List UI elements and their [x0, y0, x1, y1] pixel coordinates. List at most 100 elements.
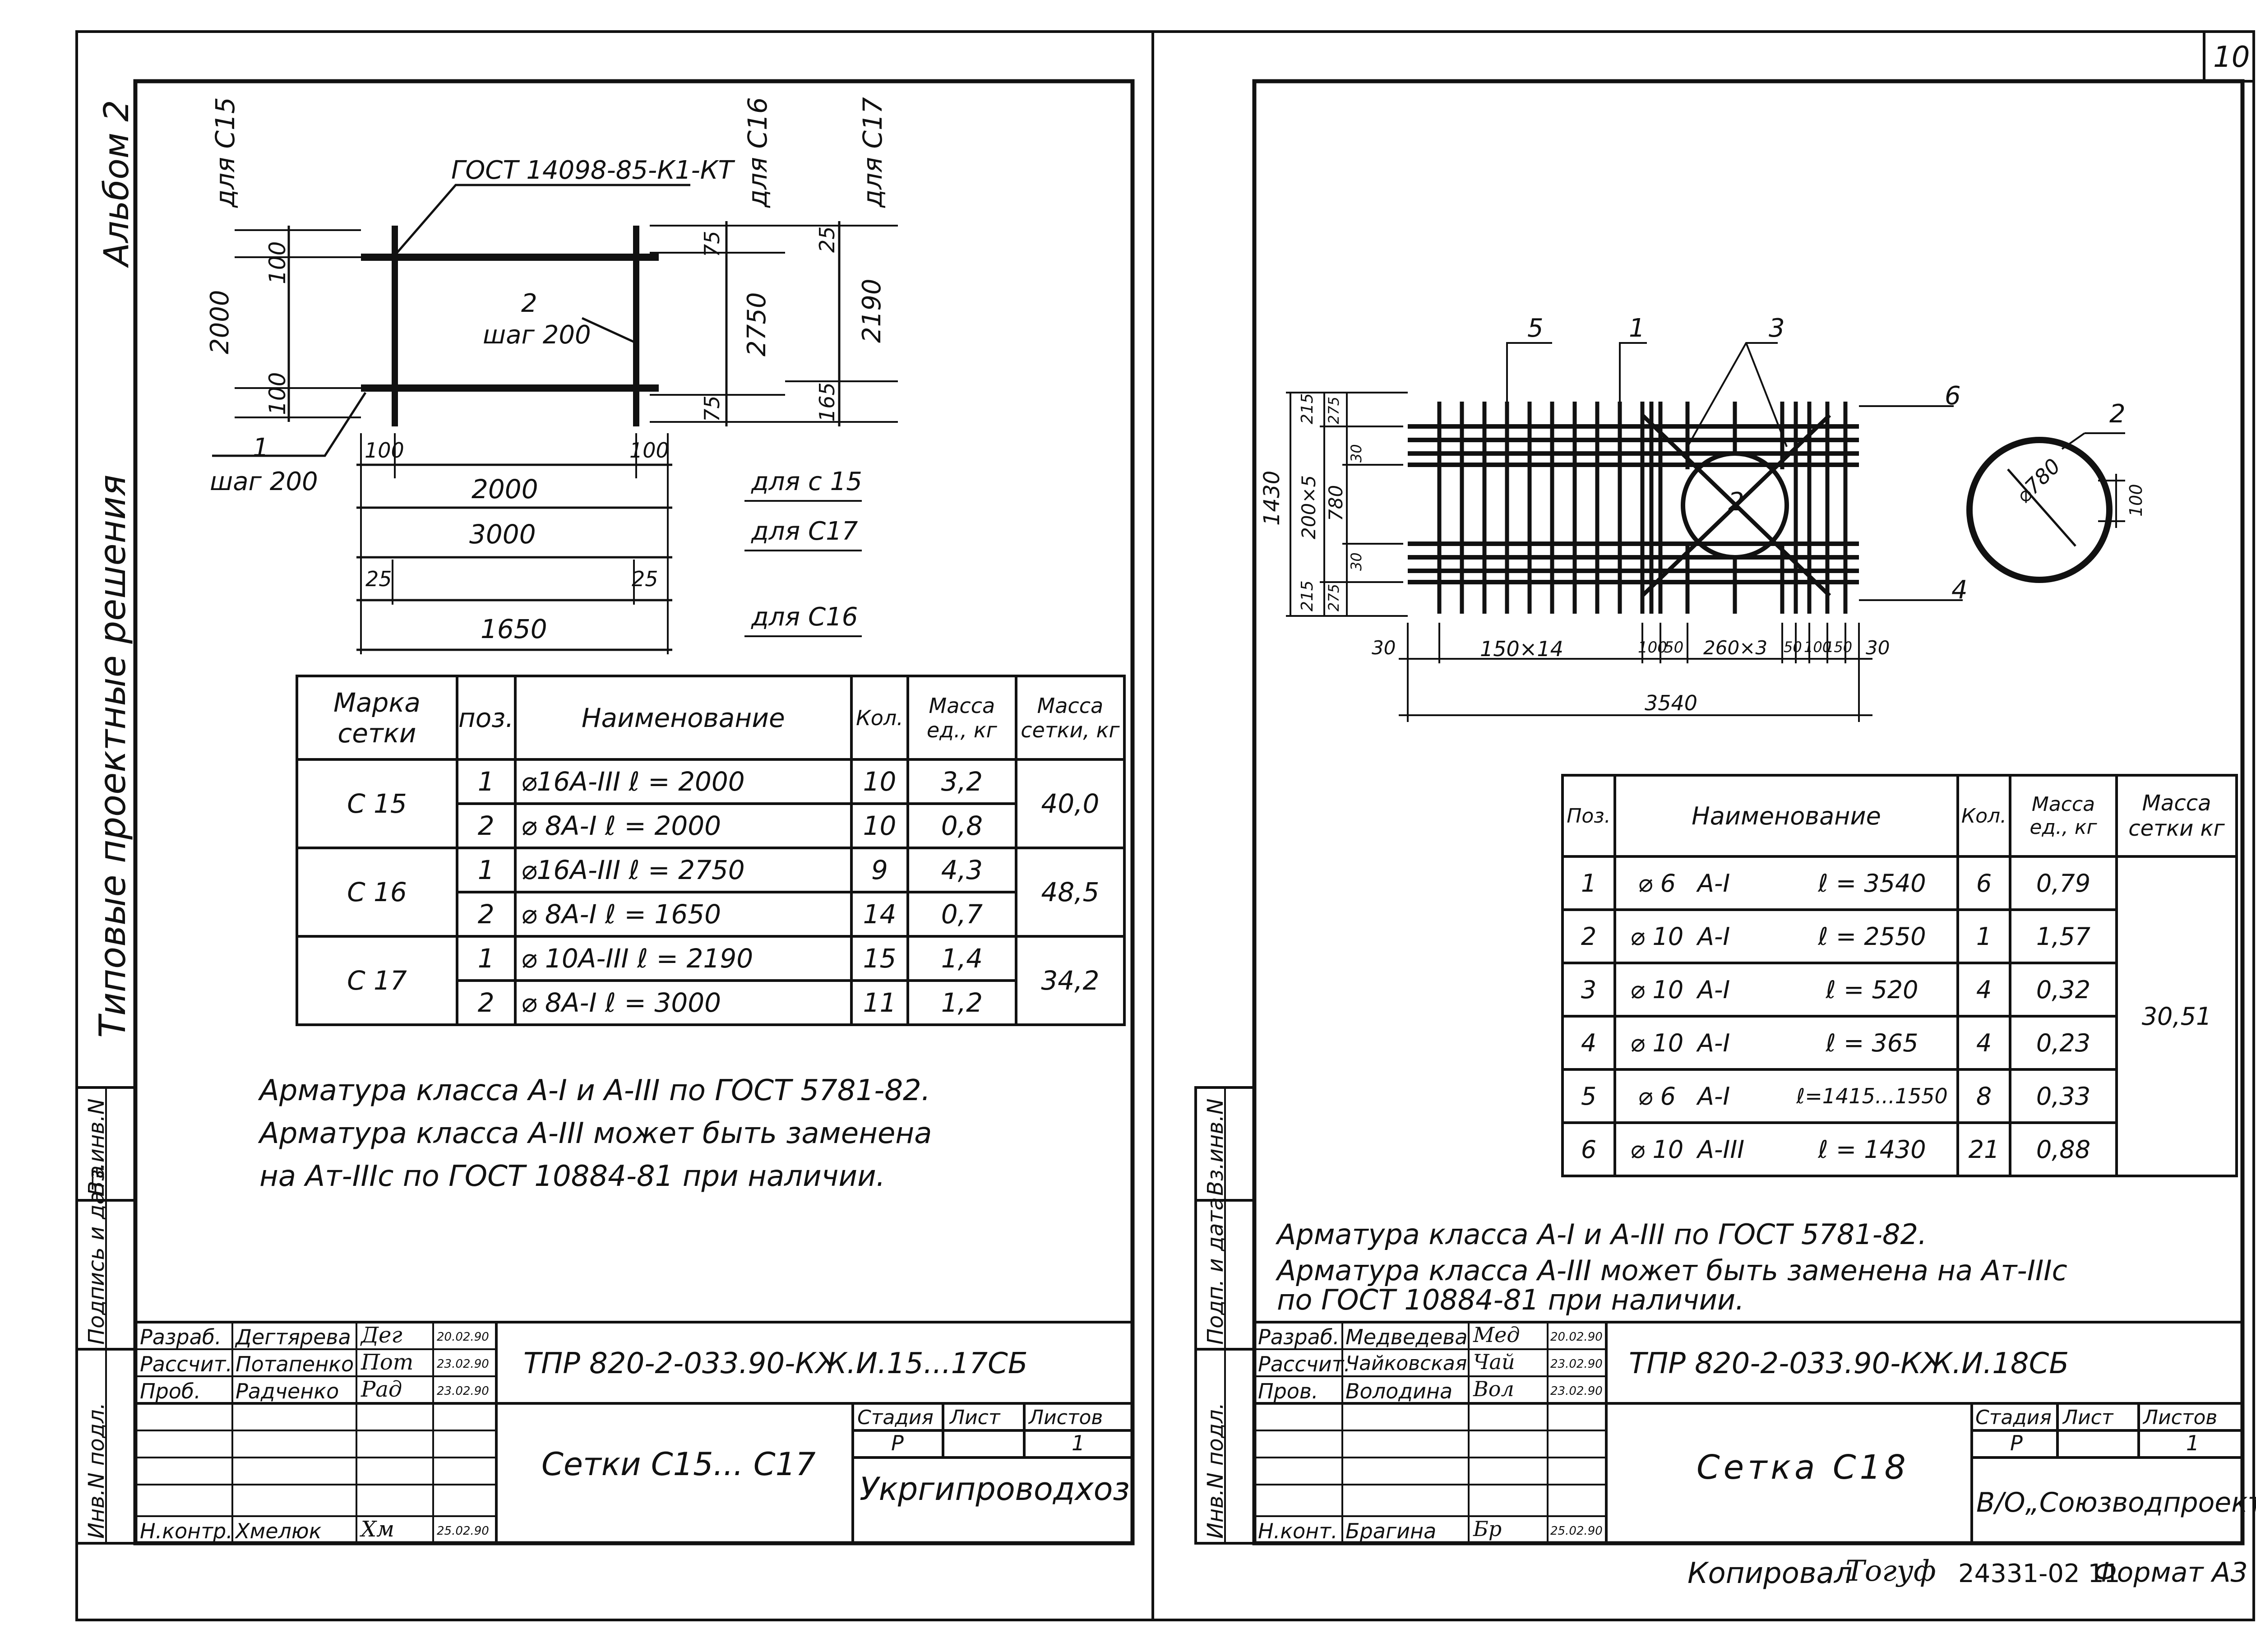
- cell-qty: 14: [850, 891, 909, 938]
- cell-pos: 1: [455, 847, 517, 893]
- cell-diameter: ⌀ 6: [1613, 1068, 1697, 1124]
- cell-mesh-mass: 34,2: [1014, 935, 1126, 1026]
- r-hdr-name: Наименование: [1613, 774, 1959, 858]
- tb-date-2: 23.02.90: [437, 1357, 489, 1371]
- cell-qty: 9: [850, 847, 909, 893]
- r-dim-150b: 150: [1825, 639, 1853, 656]
- cell-qty: 1: [1956, 908, 2011, 964]
- rtb-person-4: Брагина: [1345, 1519, 1437, 1543]
- r-label-2-ring: 2: [2109, 399, 2126, 429]
- cell-unit-mass: 0,8: [906, 802, 1017, 849]
- gost-weld-note: ГОСТ 14098-85-К1-КТ: [451, 156, 734, 185]
- tb-person-2: Потапенко: [236, 1352, 354, 1376]
- dim-3000: 3000: [469, 519, 536, 550]
- r-label-4: 4: [1951, 575, 1968, 605]
- format-label: Формат А3: [2094, 1557, 2248, 1588]
- cell-unit-mass: 0,32: [2009, 962, 2118, 1018]
- tb-role-3: Проб.: [140, 1379, 201, 1403]
- hdr-unit-mass: Масса ед., кг: [906, 675, 1017, 761]
- rtb-sheet-label: Лист: [2063, 1406, 2113, 1429]
- right-note-2: Арматура класса А-III может быть заменен…: [1277, 1254, 2067, 1287]
- cell-length: ℓ = 365: [1788, 1015, 1959, 1071]
- r-dim-50a: 50: [1664, 639, 1684, 657]
- cell-diameter: ⌀ 10: [1613, 962, 1697, 1018]
- dim-1650: 1650: [481, 614, 547, 644]
- cell-unit-mass: 0,79: [2009, 855, 2118, 911]
- cell-pos: 4: [1561, 1015, 1616, 1071]
- rtb-date-3: 23.02.90: [1550, 1384, 1603, 1398]
- tb-date-3: 23.02.90: [437, 1384, 489, 1398]
- cell-class: А-I: [1697, 1068, 1788, 1124]
- left-note-2: Арматура класса А-III может быть заменен…: [259, 1117, 932, 1150]
- page-number: 10: [2213, 41, 2250, 74]
- rtb-org: В/О„Союзводпроект": [1976, 1487, 2256, 1518]
- cell-unit-mass: 0,7: [906, 891, 1017, 938]
- rtb-sign-2: Чай: [1473, 1350, 1515, 1374]
- cell-name: ⌀ 8А-I ℓ = 3000: [513, 979, 853, 1026]
- rtb-role-2: Рассчит.: [1258, 1352, 1351, 1376]
- copy-number: 24331-02 11: [1958, 1559, 2120, 1588]
- rtb-sign-3: Вол: [1473, 1377, 1514, 1401]
- left-note-1: Арматура класса А-I и А-III по ГОСТ 5781…: [259, 1074, 931, 1107]
- r-dim-100a: 100: [1638, 639, 1667, 657]
- hdr-pos: поз.: [455, 675, 517, 761]
- cell-qty: 21: [1956, 1121, 2011, 1177]
- dim-25-right: 25: [632, 567, 658, 591]
- cell-pos: 2: [455, 802, 517, 849]
- cell-mark: С 15: [296, 758, 458, 849]
- table-row: С 16 1 ⌀16А-III ℓ = 2750 9 4,3 48,5: [296, 847, 1126, 938]
- rtb-sheets: 1: [2186, 1431, 2200, 1455]
- tb-person-1: Дегтярева: [236, 1325, 351, 1349]
- cell-name: ⌀ 8А-I ℓ = 2000: [513, 802, 853, 849]
- pos2-label: 2: [521, 289, 537, 318]
- cell-diameter: ⌀ 10: [1613, 908, 1697, 964]
- rtb-title: Сетка С18: [1697, 1448, 1909, 1487]
- rtb-person-3: Володина: [1345, 1379, 1453, 1403]
- cell-unit-mass: 0,33: [2009, 1068, 2118, 1124]
- cell-pos: 1: [1561, 855, 1616, 911]
- table-row: 5 ⌀ 6 А-I ℓ=1415...1550 8 0,33: [1561, 1068, 2237, 1124]
- r-dim-3540: 3540: [1645, 691, 1698, 715]
- tb-person-4: Хмелюк: [236, 1519, 322, 1543]
- tb-doc-code: ТПР 820-2-033.90-КЖ.И.15...17СБ: [523, 1347, 1028, 1380]
- pos2-step: шаг 200: [483, 320, 591, 350]
- cell-name: ⌀16А-III ℓ = 2750: [513, 847, 853, 893]
- cell-class: А-III: [1697, 1121, 1788, 1177]
- label-for-c17: для С17: [751, 517, 858, 546]
- r-label-3: 3: [1769, 314, 1785, 343]
- cell-mesh-mass-total: 30,51: [2115, 855, 2238, 1177]
- table-row: 2 ⌀ 8А-I ℓ = 1650 14 0,7: [297, 891, 1124, 938]
- cell-unit-mass: 4,3: [906, 847, 1017, 893]
- cell-name: ⌀ 8А-I ℓ = 1650: [513, 891, 853, 938]
- right-spec-table: Поз. Наименование Кол. Масса ед., кг Мас…: [1561, 774, 2238, 1177]
- r-dim-50b: 50: [1784, 639, 1802, 656]
- table-row: 2 ⌀ 8А-I ℓ = 2000 10 0,8: [297, 802, 1124, 849]
- cell-length: ℓ = 3540: [1788, 855, 1959, 911]
- r-dim-30-right: 30: [1866, 637, 1890, 659]
- cell-pos: 2: [455, 979, 517, 1026]
- rtb-sheets-label: Листов: [2143, 1406, 2218, 1429]
- rtb-role-3: Пров.: [1258, 1379, 1318, 1403]
- cell-length: ℓ = 2550: [1788, 908, 1959, 964]
- r-hdr-mesh-mass: Масса сетки кг: [2115, 774, 2238, 858]
- table-row: С 17 1 ⌀ 10А-III ℓ = 2190 15 1,4 34,2: [296, 935, 1126, 1026]
- left-note-3: на Ат-IIIс по ГОСТ 10884-81 при наличии.: [259, 1160, 885, 1193]
- r-dim-260x3: 260×3: [1703, 637, 1768, 659]
- rtb-stage-label: Стадия: [1975, 1406, 2052, 1429]
- r-label-6: 6: [1945, 381, 1961, 411]
- cell-unit-mass: 1,2: [906, 979, 1017, 1026]
- cell-pos: 1: [455, 935, 517, 982]
- table-row: 6 ⌀ 10 А-III ℓ = 1430 21 0,88: [1561, 1121, 2237, 1177]
- rtb-date-4: 25.02.90: [1550, 1524, 1603, 1538]
- r-label-2-center: 2: [1728, 487, 1744, 517]
- rtb-sign-4: Бр: [1473, 1517, 1502, 1541]
- pos1-label: 1: [253, 433, 269, 463]
- table-row: 1 ⌀ 6 А-I ℓ = 3540 6 0,79 30,51: [1561, 855, 2238, 1177]
- hdr-name: Наименование: [513, 675, 853, 761]
- left-spec-table: Марка сетки поз. Наименование Кол. Масса…: [296, 675, 1126, 1026]
- cell-qty: 4: [1956, 1015, 2011, 1071]
